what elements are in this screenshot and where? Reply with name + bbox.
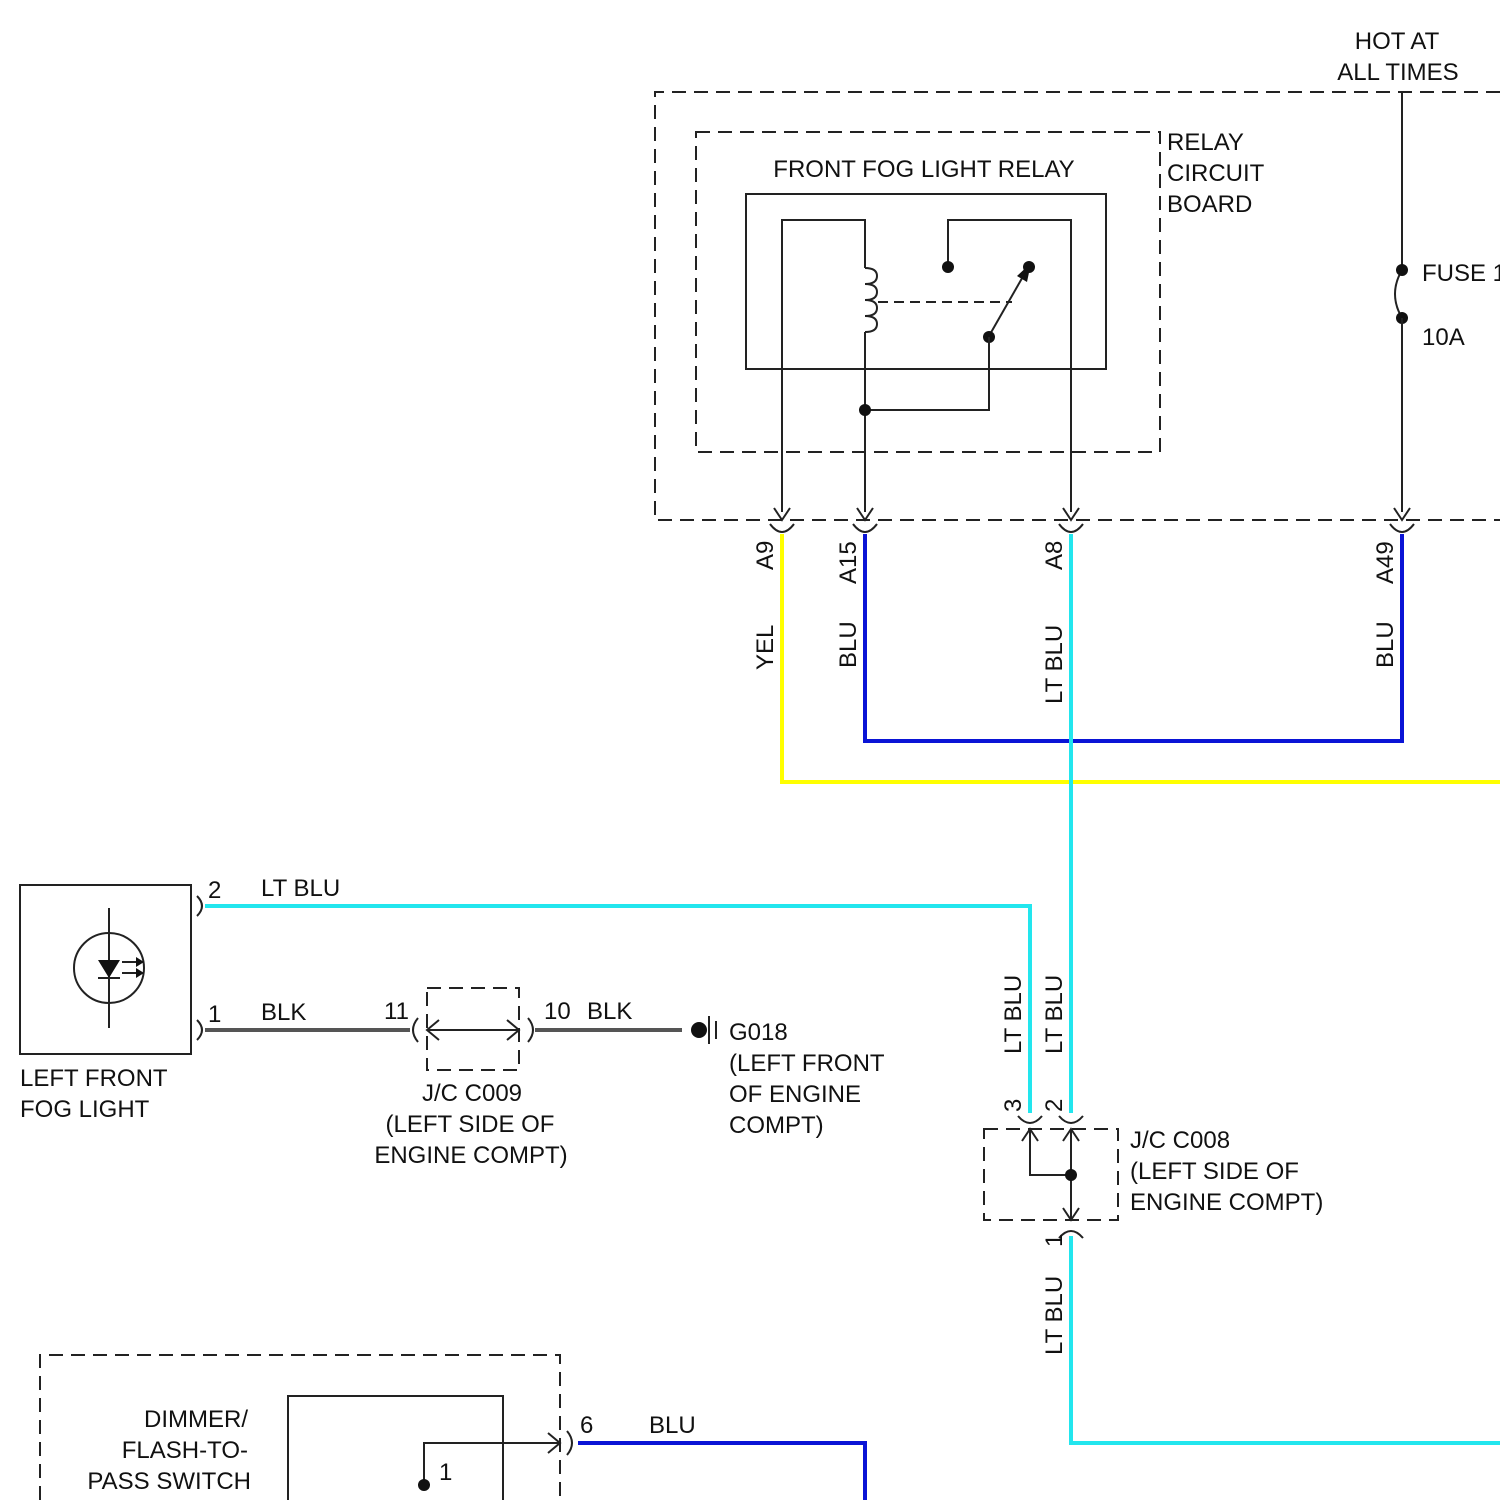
junction-connector-c008 bbox=[984, 1116, 1118, 1238]
jc-c009-label-2: (LEFT SIDE OF bbox=[386, 1111, 555, 1138]
wire-lt-blu-label-c008-3: LT BLU bbox=[1000, 975, 1027, 1054]
pin-a49-label: A49 bbox=[1372, 541, 1399, 584]
hot-at-all-times-label-2: ALL TIMES bbox=[1337, 59, 1458, 86]
fuse-name-label: FUSE 1 bbox=[1422, 260, 1500, 287]
left-front-fog-light-label-2: FOG LIGHT bbox=[20, 1096, 150, 1123]
hot-at-all-times-label-1: HOT AT bbox=[1355, 28, 1440, 55]
switch-pin-1: 1 bbox=[439, 1459, 452, 1486]
wire-blu-label-a15: BLU bbox=[835, 621, 862, 668]
relay-board-label-3: BOARD bbox=[1167, 191, 1252, 218]
wire-blu-relay-loop bbox=[865, 534, 1402, 741]
relay-board-label-1: RELAY bbox=[1167, 129, 1244, 156]
fog-light-pin-1: 1 bbox=[208, 1001, 221, 1028]
g018-label-1: G018 bbox=[729, 1019, 788, 1046]
jc-c008-label-2: (LEFT SIDE OF bbox=[1130, 1158, 1299, 1185]
jc-c008-label-1: J/C C008 bbox=[1130, 1127, 1230, 1154]
wire-blu-label-switch: BLU bbox=[649, 1412, 696, 1439]
c008-pin-1: 1 bbox=[1041, 1234, 1068, 1247]
wire-lt-blu-label-fog: LT BLU bbox=[261, 875, 340, 902]
dimmer-switch-label-1: DIMMER/ bbox=[144, 1406, 248, 1433]
fuse-rating-label: 10A bbox=[1422, 324, 1465, 351]
wire-blu-switch bbox=[578, 1443, 865, 1500]
left-front-fog-light bbox=[20, 885, 202, 1054]
g018-label-2: (LEFT FRONT bbox=[729, 1050, 885, 1077]
c009-pin-10: 10 bbox=[544, 998, 571, 1025]
pin-a9-label: A9 bbox=[752, 541, 779, 570]
pin-a15-label: A15 bbox=[835, 541, 862, 584]
c008-pin-2: 2 bbox=[1041, 1099, 1068, 1112]
wire-blk-label-fog: BLK bbox=[261, 999, 306, 1026]
wire-lt-blu-label-c008-2: LT BLU bbox=[1041, 975, 1068, 1054]
jc-c009-label-3: ENGINE COMPT) bbox=[374, 1142, 567, 1169]
c009-pin-11: 11 bbox=[384, 998, 409, 1025]
switch-pin-6: 6 bbox=[580, 1412, 593, 1439]
wire-lt-blu-label-a8: LT BLU bbox=[1041, 625, 1068, 704]
ground-g018 bbox=[691, 1016, 716, 1044]
wire-yel-label: YEL bbox=[752, 625, 779, 670]
wire-lt-blu-label-c008-1: LT BLU bbox=[1041, 1276, 1068, 1355]
dimmer-switch-label-3: PASS SWITCH bbox=[87, 1468, 251, 1495]
wire-lt-blu-main bbox=[1071, 534, 1500, 1443]
pin-a8-label: A8 bbox=[1041, 541, 1068, 570]
wire-blk-label-ground: BLK bbox=[587, 998, 632, 1025]
c008-pin-3: 3 bbox=[1000, 1099, 1027, 1112]
front-fog-light-relay-title: FRONT FOG LIGHT RELAY bbox=[773, 156, 1074, 183]
g018-label-4: COMPT) bbox=[729, 1112, 824, 1139]
relay-board-label-2: CIRCUIT bbox=[1167, 160, 1265, 187]
g018-label-3: OF ENGINE bbox=[729, 1081, 861, 1108]
fog-light-pin-2: 2 bbox=[208, 877, 221, 904]
dimmer-switch-label-2: FLASH-TO- bbox=[122, 1437, 248, 1464]
junction-connector-c009 bbox=[413, 988, 533, 1070]
jc-c008-label-3: ENGINE COMPT) bbox=[1130, 1189, 1323, 1216]
left-front-fog-light-label-1: LEFT FRONT bbox=[20, 1065, 168, 1092]
jc-c009-label-1: J/C C009 bbox=[422, 1080, 522, 1107]
wire-blu-label-a49: BLU bbox=[1372, 621, 1399, 668]
